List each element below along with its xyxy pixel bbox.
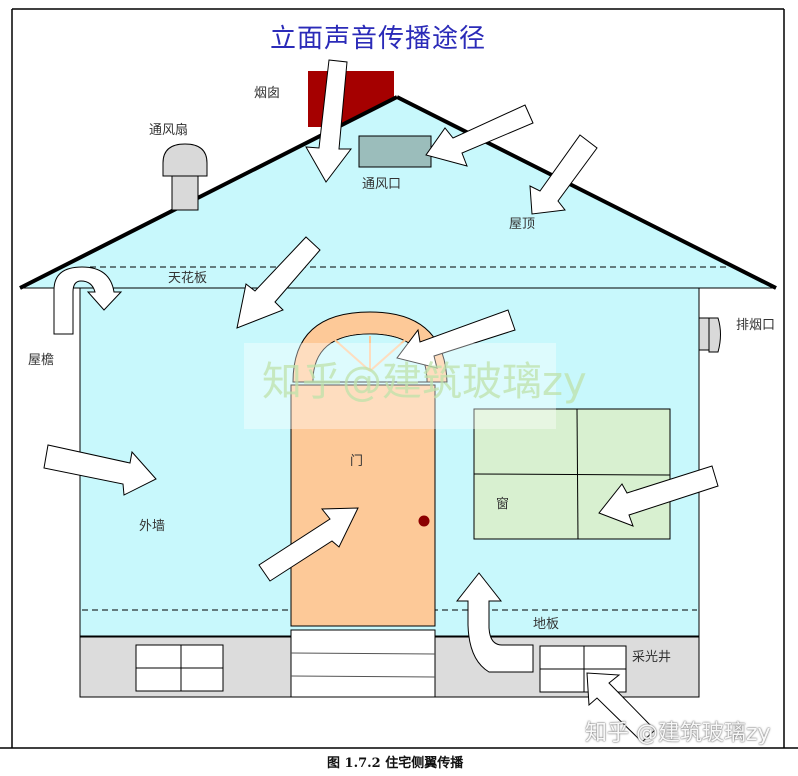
arrow-door [258,507,359,582]
light-well-window [539,645,627,693]
diagram-title: 立面声音传播途径 [270,24,487,54]
watermark-center: 知乎@建筑玻璃zy [262,359,587,405]
sound-arrows [43,59,719,743]
arrow-vent [425,104,534,167]
doorknob-icon [418,515,430,527]
label-vent: 通风口 [362,177,402,192]
label-exterior-wall: 外墙 [139,519,166,534]
watermark-backdrop [244,343,556,429]
arrow-ceiling [236,236,321,329]
arrow-light-well [586,672,656,743]
window [473,408,671,540]
label-ventilation-fan: 通风扇 [149,123,189,138]
label-exhaust-vent: 排烟口 [736,318,776,333]
arrow-chimney [305,59,353,183]
label-ceiling: 天花板 [168,271,208,286]
vent-icon [358,135,432,168]
basement-window-left [135,644,224,692]
label-light-well: 采光井 [632,650,672,665]
roof [20,97,776,288]
arrow-arch [396,309,516,369]
door-steps [290,629,436,698]
frame [0,8,798,749]
arrow-window [598,465,719,527]
door [290,384,436,627]
arrow-eaves [53,266,123,335]
label-door: 门 [350,454,364,469]
door-arch [292,311,448,383]
label-window: 窗 [496,497,510,512]
label-floor: 地板 [533,617,560,632]
exhaust-vent-icon [698,317,721,353]
watermark-corner: 知乎 @建筑玻璃zy [585,721,771,746]
figure-caption: 图 1.7.2 住宅侧翼传播 [327,756,464,771]
arrow-roof [529,134,598,215]
arrow-wall [43,444,157,496]
arrow-floor [455,572,534,673]
label-eaves: 屋檐 [28,353,55,368]
ventilation-fan-icon [162,143,208,211]
label-chimney: 烟囱 [254,86,281,101]
label-roof: 屋顶 [509,217,536,232]
